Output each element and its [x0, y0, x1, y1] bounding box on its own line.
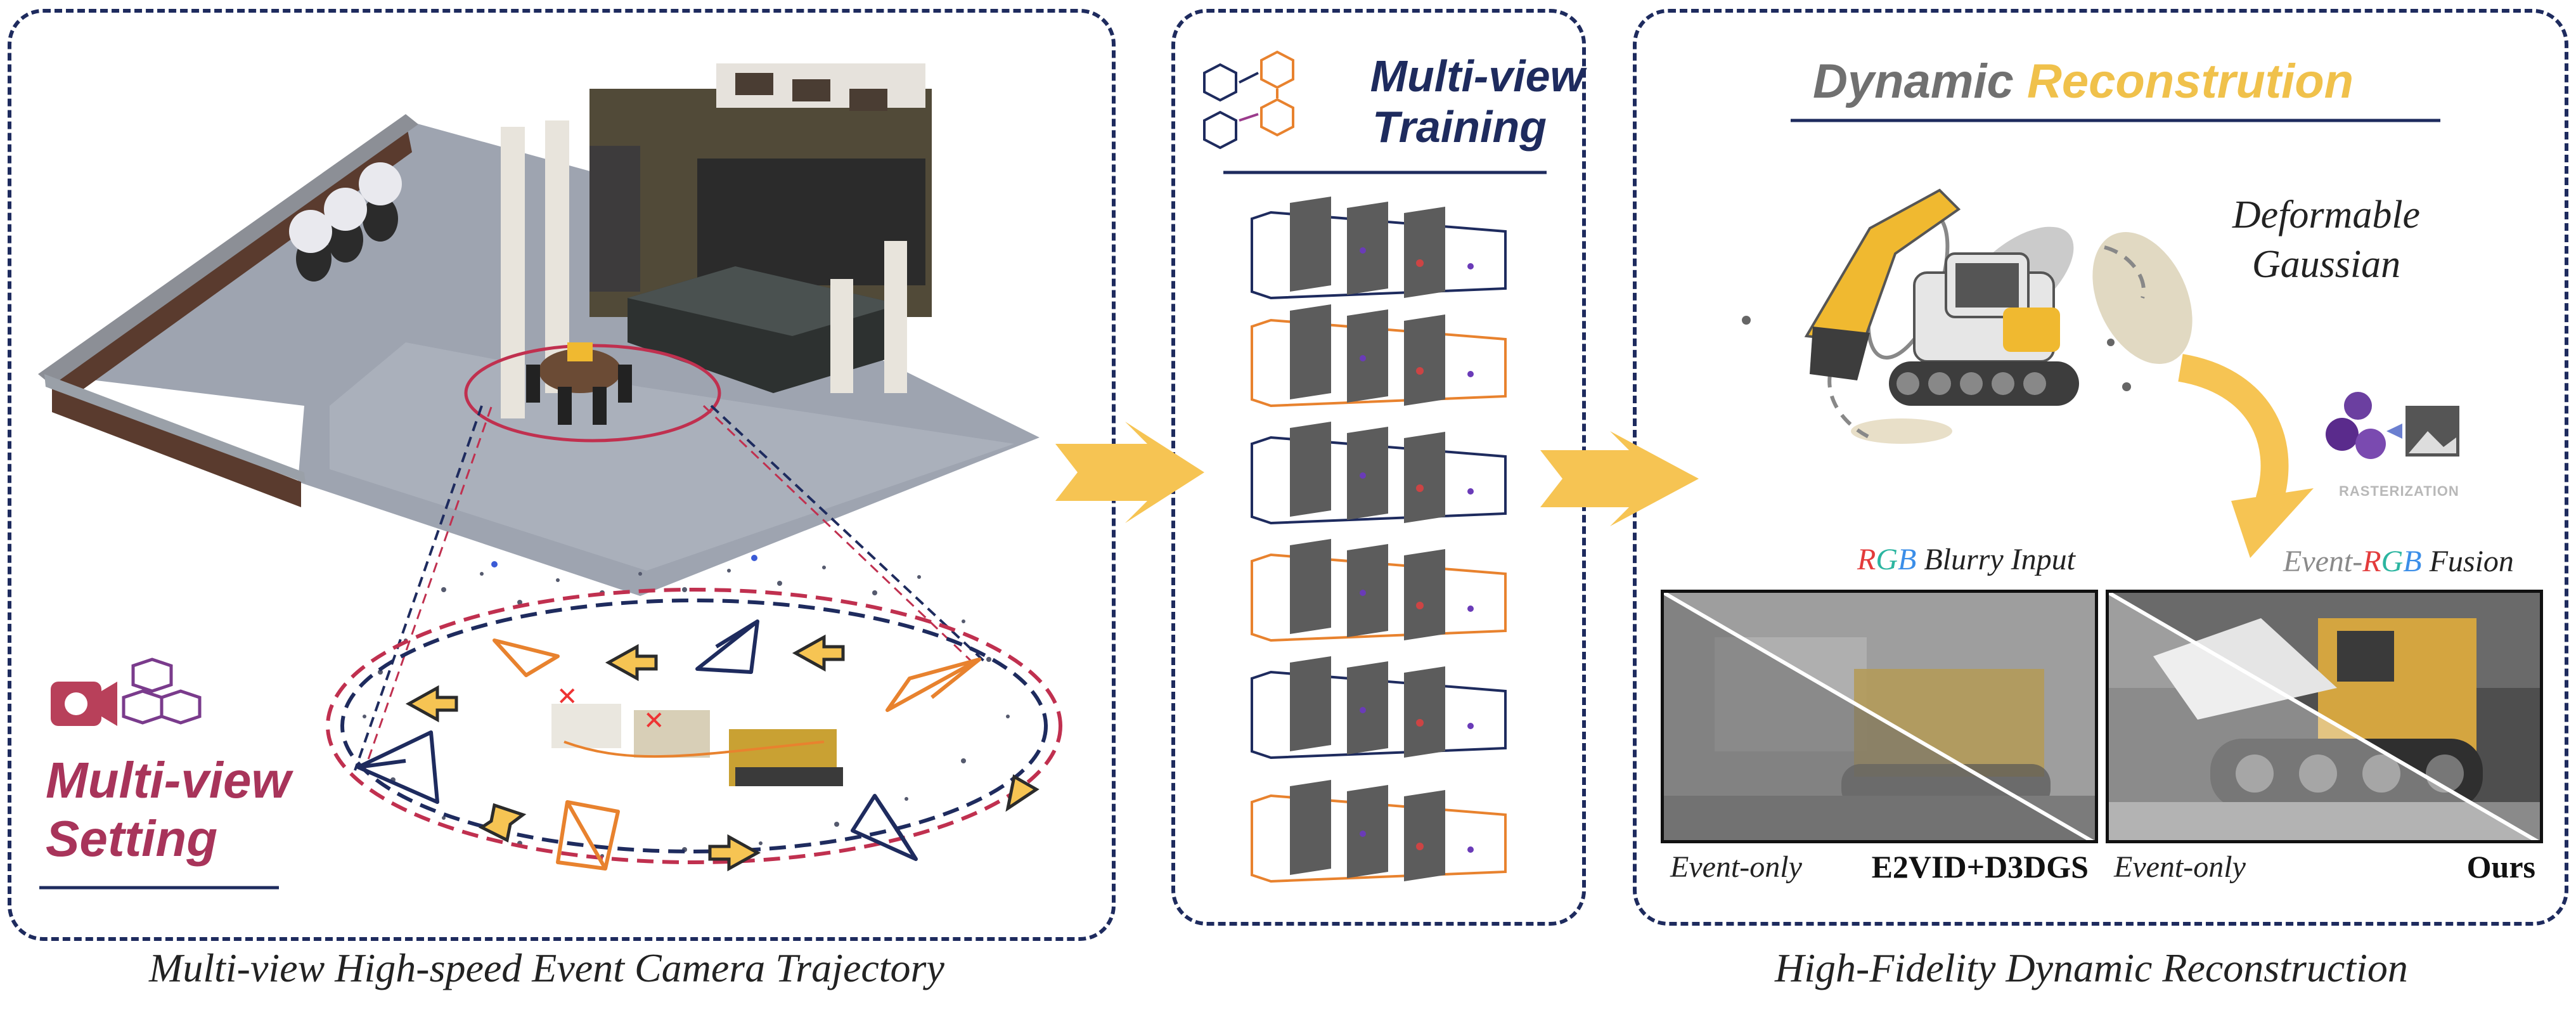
multi-view-setting-icon: [51, 657, 202, 726]
rgb-input-rest: Blurry Input: [1916, 543, 2075, 576]
rgb-blurry-input-label: RGB Blurry Input: [1857, 542, 2075, 577]
deformable-line2: Gaussian: [2251, 243, 2401, 286]
baseline-image-content: [1664, 593, 2095, 840]
trajectory-direction-arrows: [405, 634, 1040, 872]
frame-group-1: [1251, 197, 1507, 300]
rgb-letter-g: G: [1876, 543, 1898, 576]
rgb-letter-b: B: [1898, 543, 1917, 576]
comparison-image-baseline: [1661, 590, 2098, 843]
frame-group-6: [1251, 780, 1507, 883]
fusion-letter-g: G: [2381, 545, 2404, 578]
svg-text:✕: ✕: [643, 707, 665, 735]
training-cubes-icon: [1203, 50, 1294, 150]
ours-left-label: Event-only: [2114, 850, 2246, 884]
fusion-rest: Fusion: [2421, 545, 2514, 578]
fusion-letter-r: R: [2362, 545, 2381, 578]
fusion-letter-b: B: [2403, 545, 2422, 578]
multi-view-training-title: Multi-view Training: [1293, 51, 1585, 152]
excavator-toy-models: ✕ ✕: [551, 683, 843, 786]
svg-text:✕: ✕: [557, 683, 578, 711]
training-title-line1: Multi-view: [1370, 51, 1585, 101]
deformable-line1: Deformable: [2232, 193, 2421, 236]
arrow-middle-to-right: [1540, 431, 1699, 526]
gaussian-excavator-icon: [1742, 188, 2193, 444]
event-rgb-fusion-label: Event-RGB Fusion: [2283, 544, 2514, 579]
training-title-line2: Training: [1372, 102, 1547, 152]
frame-group-3: [1251, 422, 1507, 525]
camera-trajectory-ellipse-outer: [326, 588, 1062, 864]
title-word-dynamic: Dynamic: [1813, 55, 2014, 108]
potted-plants: [289, 162, 402, 282]
title-word-reconstrution: Reconstrution: [2026, 55, 2354, 108]
camera-frustum-icons: [356, 619, 981, 871]
frame-group-5: [1251, 656, 1507, 760]
frame-group-4: [1251, 539, 1507, 642]
dynamic-reconstruction-title: Dynamic Reconstrution: [1813, 54, 2354, 109]
comparison-image-ours: [2106, 590, 2543, 843]
arrow-left-to-middle: [1055, 422, 1204, 523]
ours-image-content: [2109, 593, 2540, 840]
baseline-right-label: E2VID+D3DGS: [1871, 849, 2089, 884]
setting-title-line1: Multi-view: [46, 752, 291, 808]
multi-view-setting-title: Multi-view Setting: [46, 751, 291, 868]
left-panel-caption: Multi-view High-speed Event Camera Traje…: [149, 945, 944, 990]
ours-right-label: Ours: [2466, 849, 2535, 884]
curved-arrow: [2177, 354, 2289, 505]
rasterization-icon: [2326, 392, 2459, 459]
rgb-letter-r: R: [1857, 543, 1876, 576]
dining-table: [539, 349, 621, 393]
frame-group-2: [1251, 304, 1507, 408]
right-panel-caption: High-Fidelity Dynamic Reconstruction: [1775, 945, 2408, 990]
setting-title-line2: Setting: [46, 810, 218, 867]
camera-trajectory-ellipse-inner: [340, 599, 1048, 853]
fusion-event: Event-: [2283, 545, 2363, 578]
baseline-left-label: Event-only: [1670, 850, 1802, 884]
rasterization-label: RASTERIZATION: [2339, 483, 2459, 499]
deformable-gaussian-label: Deformable Gaussian: [2231, 190, 2421, 289]
